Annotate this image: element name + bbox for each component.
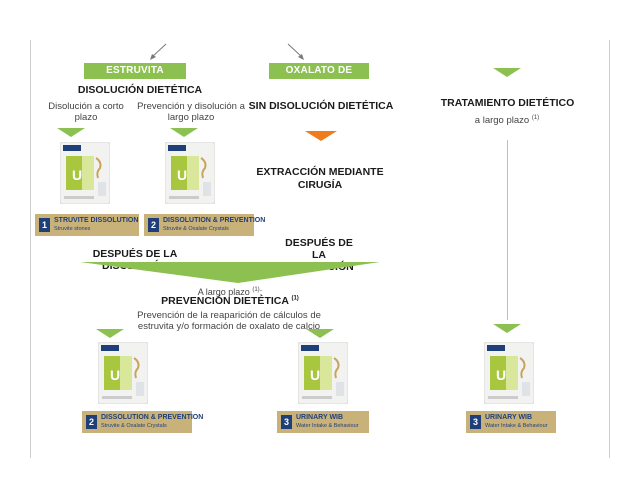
prevention-longterm: A largo plazo (1): bbox=[160, 285, 300, 298]
prevention-description: Prevención de la reaparición de cálculos… bbox=[137, 310, 321, 332]
disolucion-title: DISOLUCIÓN DIETÉTICA bbox=[77, 84, 203, 96]
arrow-down-product2 bbox=[170, 128, 198, 137]
prevention-note1: (1) bbox=[252, 287, 260, 293]
product-number: 3 bbox=[281, 415, 292, 429]
option-long-term: Prevención y disolución a largo plazo bbox=[137, 101, 245, 123]
product-number: 2 bbox=[86, 415, 97, 429]
product-number: 1 bbox=[39, 218, 50, 232]
product-label-2: 2 DISSOLUTION & PREVENTION Struvite & Ox… bbox=[144, 214, 265, 236]
right-column-line bbox=[507, 140, 508, 320]
tratamiento-subtitle-text: a largo plazo bbox=[474, 115, 530, 127]
product-bag-bottom-3 bbox=[298, 342, 348, 404]
diagram-frame bbox=[30, 40, 610, 458]
product-number: 3 bbox=[470, 415, 481, 429]
product-subtitle: Water Intake & Behaviour bbox=[485, 423, 548, 429]
big-merge-arrow bbox=[80, 262, 380, 283]
prevention-note2: (1) bbox=[291, 295, 299, 302]
right-column-arrow bbox=[493, 68, 521, 77]
arrow-down-product-r3 bbox=[493, 324, 521, 333]
product-subtitle: Struvite & Oxalate Crystals bbox=[163, 226, 229, 232]
prevention-longterm-text: A largo plazo bbox=[197, 287, 250, 297]
product-label-right-3: 3 URINARY WIB Water Intake & Behaviour bbox=[466, 411, 556, 433]
product-subtitle: Water Intake & Behaviour bbox=[296, 423, 359, 429]
product-bag-1 bbox=[60, 142, 110, 204]
arrow-down-product-b2 bbox=[96, 329, 124, 338]
product-name: DISSOLUTION & PREVENTION bbox=[163, 217, 266, 224]
estruvita-pill: ESTRUVITA bbox=[84, 63, 186, 79]
product-name: URINARY WIB bbox=[485, 414, 533, 421]
tratamiento-title: TRATAMIENTO DIETÉTICO bbox=[440, 97, 575, 109]
sin-disolucion-title: SIN DISOLUCIÓN DIETÉTICA bbox=[248, 100, 394, 112]
product-name: URINARY WIB bbox=[296, 414, 344, 421]
option-short-term: Disolución a corto plazo bbox=[48, 101, 124, 123]
arrow-to-estruvita bbox=[150, 43, 167, 60]
product-number: 2 bbox=[148, 218, 159, 232]
tratamiento-title-text: TRATAMIENTO DIETÉTICO bbox=[440, 97, 575, 109]
prevention-title-text: PREVENCIÓN DIETÉTICA bbox=[161, 295, 289, 307]
arrow-to-oxalato bbox=[287, 43, 304, 60]
product-subtitle: Struvite stones bbox=[54, 226, 91, 232]
product-bag-bottom-2 bbox=[98, 342, 148, 404]
product-label-bottom-2: 2 DISSOLUTION & PREVENTION Struvite & Ox… bbox=[82, 411, 203, 433]
orange-arrow bbox=[305, 131, 337, 141]
product-subtitle: Struvite & Oxalate Crystals bbox=[101, 423, 167, 429]
prevention-title: PREVENCIÓN DIETÉTICA (1) bbox=[150, 295, 310, 307]
prevention-colon: : bbox=[259, 287, 263, 297]
product-label-1: 1 STRUVITE DISSOLUTION Struvite stones bbox=[35, 214, 139, 236]
tratamiento-subtitle: a largo plazo (1) bbox=[455, 113, 559, 126]
product-bag-2 bbox=[165, 142, 215, 204]
extraction-title: EXTRACCIÓN MEDIANTE CIRUGÍA bbox=[256, 166, 384, 191]
arrow-down-product1 bbox=[57, 128, 85, 137]
product-name: STRUVITE DISSOLUTION bbox=[54, 217, 139, 224]
product-bag-right-3 bbox=[484, 342, 534, 404]
arrow-down-product-b3 bbox=[306, 329, 334, 338]
product-label-bottom-3: 3 URINARY WIB Water Intake & Behaviour bbox=[277, 411, 369, 433]
product-name: DISSOLUTION & PREVENTION bbox=[101, 414, 204, 421]
tratamiento-note: (1) bbox=[531, 115, 540, 121]
oxalato-pill: OXALATO DE CALCIO bbox=[269, 63, 369, 92]
